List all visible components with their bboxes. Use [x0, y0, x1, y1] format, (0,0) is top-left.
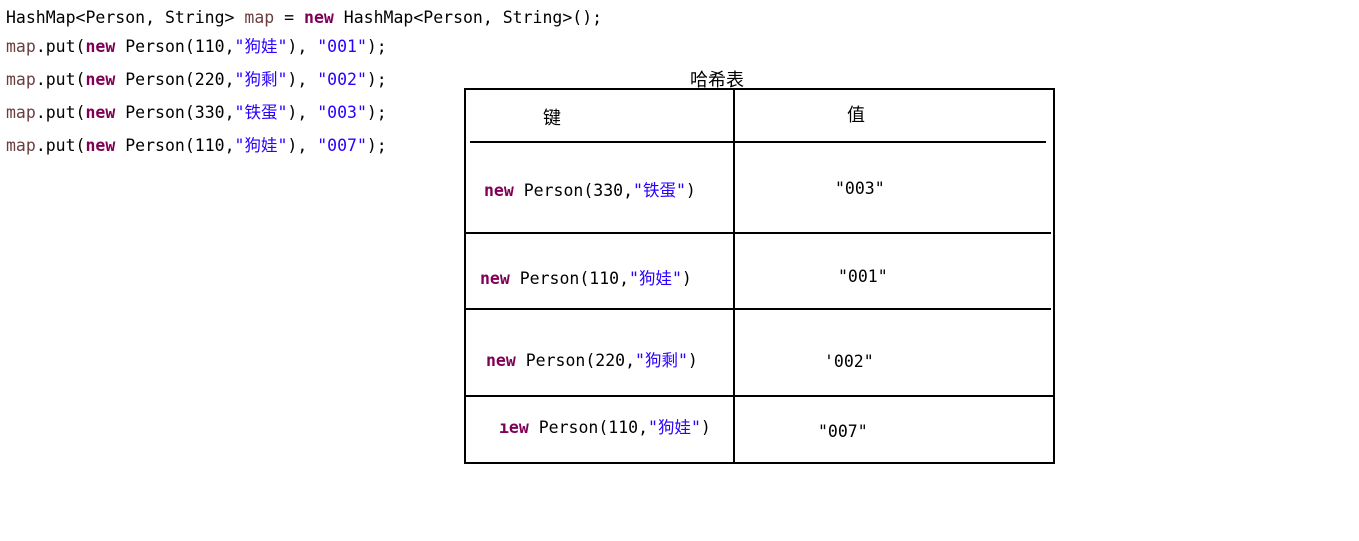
- key-cell: new Person(330,"铁蛋"): [484, 177, 696, 201]
- code-operator: =: [274, 8, 305, 27]
- key-cell: new Person(220,"狗剩"): [486, 347, 698, 371]
- code-punct: ),: [287, 136, 318, 155]
- code-line-declaration: HashMap<Person, String> map = new HashMa…: [6, 6, 602, 30]
- code-ctor: Person(330,: [513, 181, 634, 200]
- code-type: HashMap<Person, String>();: [333, 8, 603, 27]
- value-header: 值: [847, 105, 865, 126]
- code-punct: );: [366, 70, 387, 89]
- code-keyword: new: [484, 181, 514, 200]
- code-punct: ): [685, 181, 696, 200]
- code-ctor: Person(110,: [528, 418, 649, 437]
- code-ctor: Person(110,: [115, 136, 235, 155]
- code-keyword: new: [304, 8, 334, 27]
- code-punct: ): [687, 351, 698, 370]
- code-line-put: map.put(new Person(220,"狗剩"), "002");: [6, 63, 602, 96]
- code-string: "狗娃": [234, 37, 288, 56]
- code-keyword: new: [85, 136, 116, 155]
- code-keyword: new: [486, 351, 516, 370]
- code-ctor: Person(110,: [509, 269, 630, 288]
- code-punct: ),: [287, 103, 318, 122]
- code-string: "狗剩": [635, 351, 688, 370]
- code-punct: ): [700, 418, 711, 437]
- code-snippet: HashMap<Person, String> map = new HashMa…: [6, 6, 602, 162]
- value-cell: '002": [824, 352, 874, 371]
- row-divider: [466, 395, 1053, 397]
- code-string: "铁蛋": [633, 181, 686, 200]
- code-ctor: Person(330,: [115, 103, 235, 122]
- code-variable: map: [244, 8, 275, 27]
- code-call: .put(: [35, 103, 86, 122]
- row-divider: [466, 232, 1051, 234]
- column-divider: [733, 90, 735, 462]
- code-call: .put(: [35, 70, 86, 89]
- code-punct: );: [366, 136, 387, 155]
- code-line-put: map.put(new Person(110,"狗娃"), "001");: [6, 30, 602, 63]
- row-divider: [466, 308, 1051, 310]
- code-keyword: new: [85, 70, 116, 89]
- key-cell: ıew Person(110,"狗娃"): [499, 414, 711, 438]
- code-line-put: map.put(new Person(330,"铁蛋"), "003");: [6, 96, 602, 129]
- hash-table-title: 哈希表: [690, 70, 744, 91]
- value-cell: "007": [818, 422, 868, 441]
- code-ctor: Person(110,: [115, 37, 235, 56]
- code-string: "狗娃": [648, 418, 701, 437]
- code-string: "狗剩": [234, 70, 288, 89]
- code-variable: map: [6, 136, 36, 155]
- code-ctor: Person(220,: [515, 351, 636, 370]
- code-variable: map: [6, 103, 36, 122]
- value-cell: "001": [838, 267, 888, 286]
- code-string: "001": [317, 37, 367, 56]
- code-keyword: ıew: [499, 418, 529, 437]
- code-call: .put(: [35, 37, 86, 56]
- code-string: "狗娃": [234, 136, 288, 155]
- header-divider: [470, 141, 1046, 143]
- key-cell: new Person(110,"狗娃"): [480, 265, 692, 289]
- code-line-put: map.put(new Person(110,"狗娃"), "007");: [6, 129, 602, 162]
- code-variable: map: [6, 70, 36, 89]
- code-keyword: new: [85, 103, 116, 122]
- code-keyword: new: [480, 269, 510, 288]
- code-variable: map: [6, 37, 36, 56]
- code-punct: );: [366, 103, 387, 122]
- code-string: "铁蛋": [234, 103, 288, 122]
- code-string: "003": [317, 103, 367, 122]
- code-punct: ): [681, 269, 692, 288]
- code-punct: ),: [287, 70, 318, 89]
- code-ctor: Person(220,: [115, 70, 235, 89]
- code-string: "007": [317, 136, 367, 155]
- code-string: "002": [317, 70, 367, 89]
- code-type: HashMap<Person, String>: [6, 8, 245, 27]
- code-string: "狗娃": [629, 269, 682, 288]
- hash-table: 键 值 new Person(330,"铁蛋") "003" new Perso…: [464, 88, 1055, 464]
- key-header: 键: [543, 108, 561, 129]
- code-call: .put(: [35, 136, 86, 155]
- code-punct: );: [366, 37, 387, 56]
- code-keyword: new: [85, 37, 116, 56]
- code-punct: ),: [287, 37, 318, 56]
- value-cell: "003": [835, 179, 885, 198]
